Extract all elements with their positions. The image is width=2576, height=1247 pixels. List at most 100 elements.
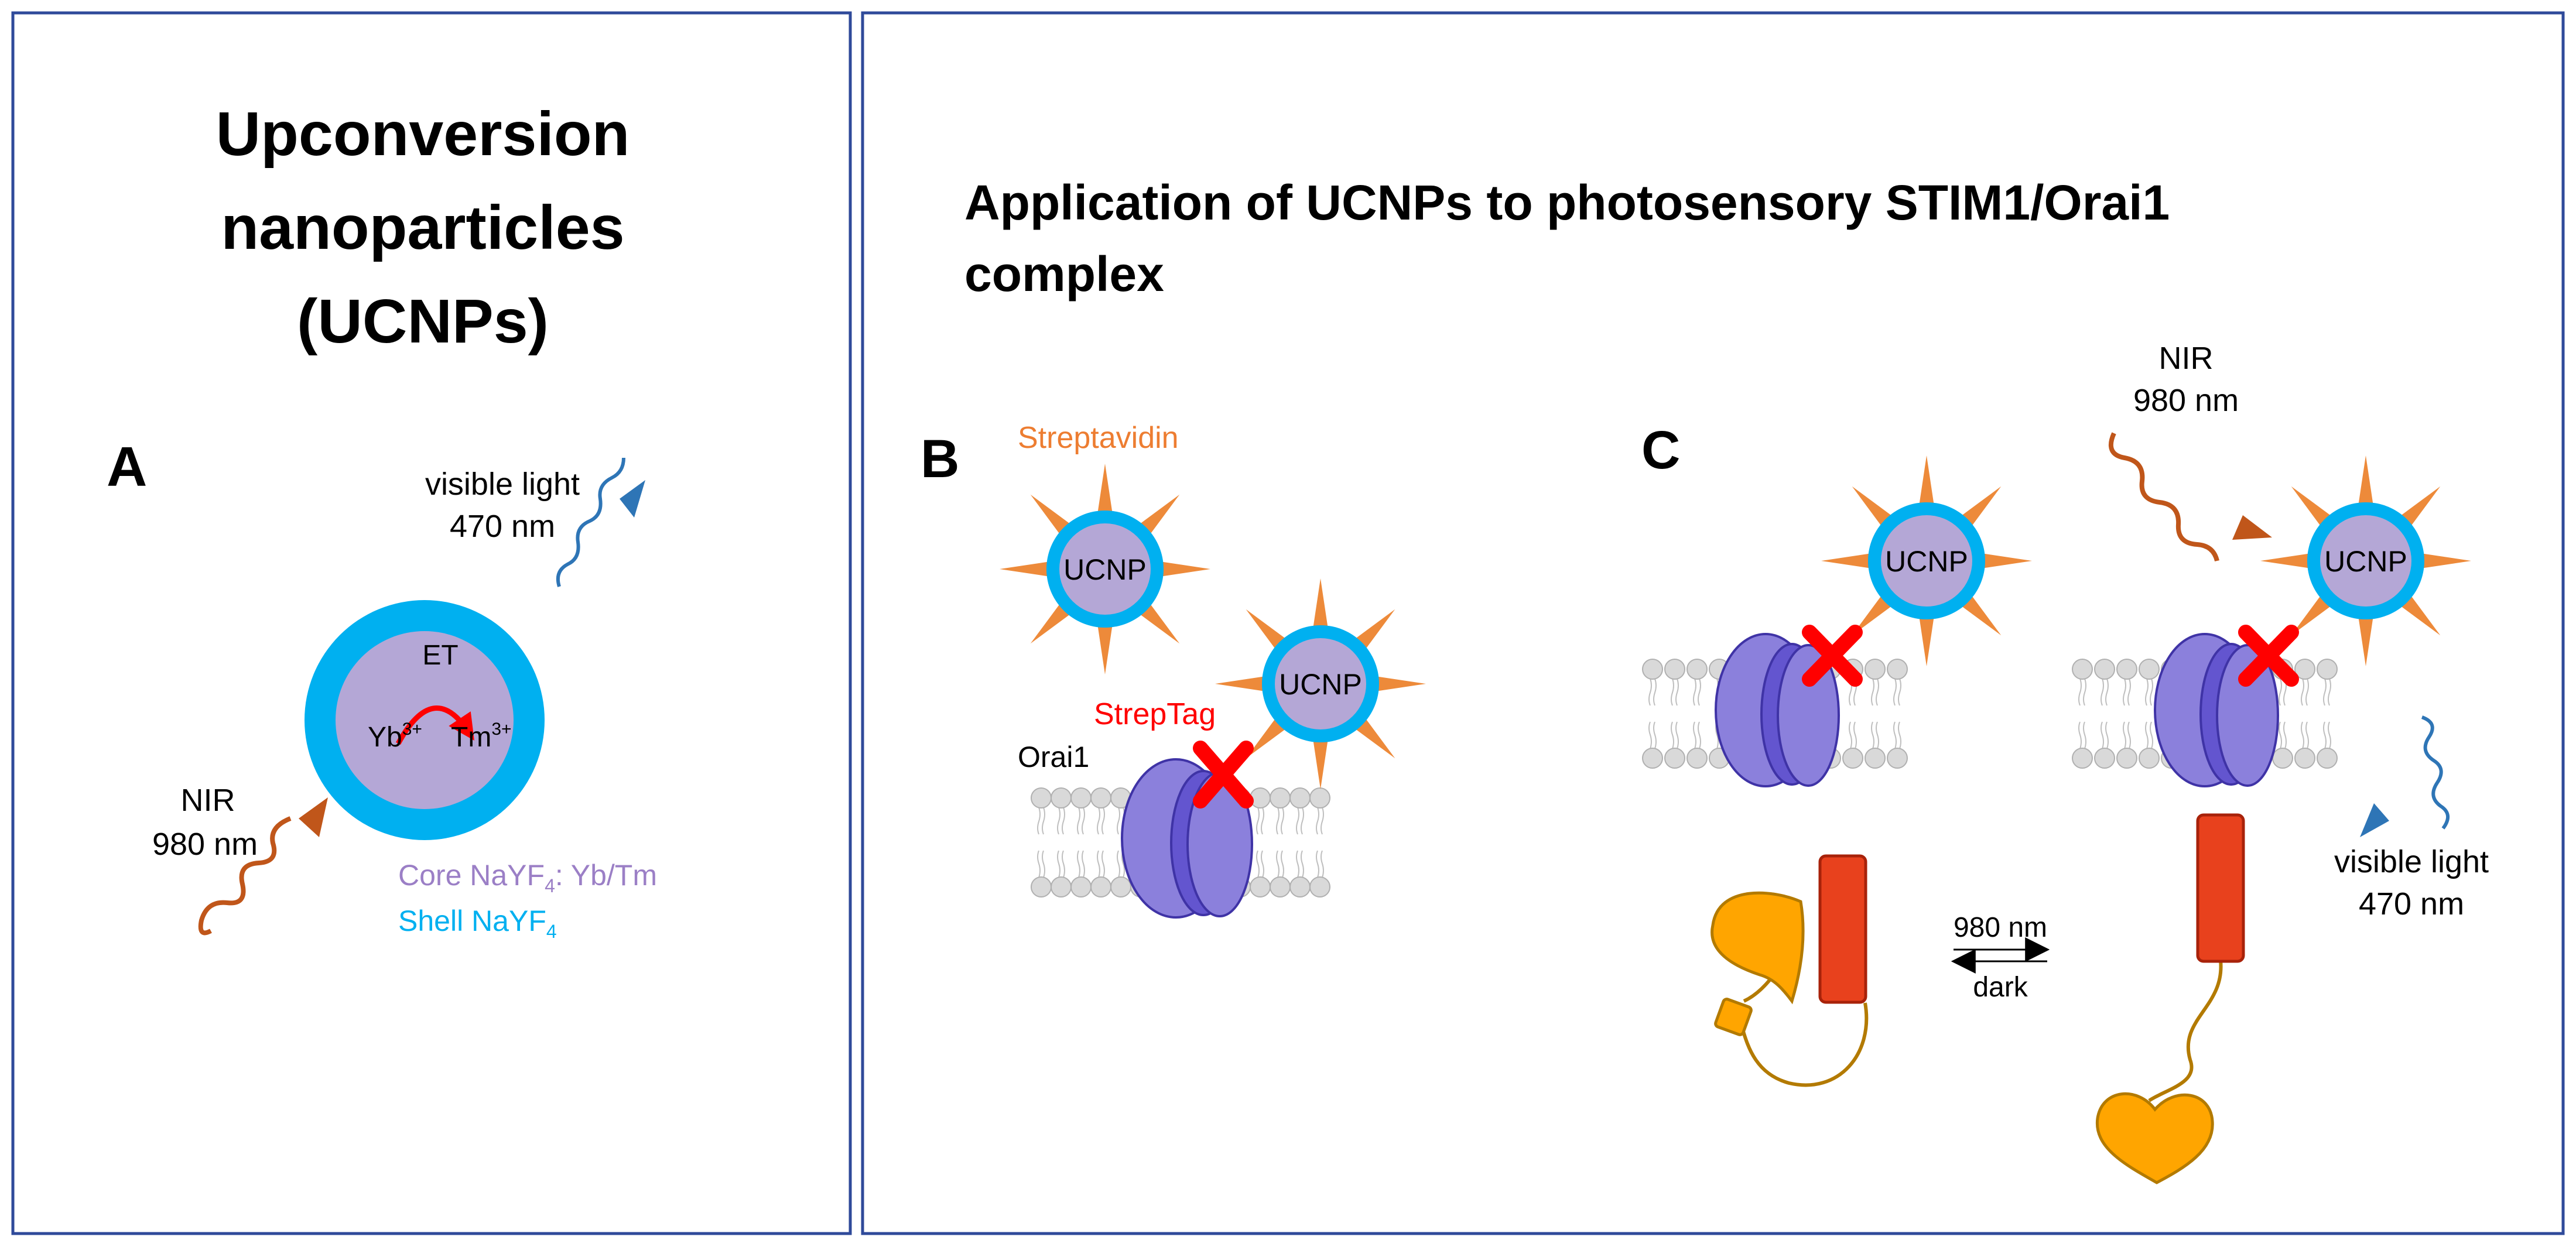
streptavidin-spike <box>2356 455 2375 516</box>
lipid-head <box>1110 876 1131 897</box>
lipid-tail <box>1648 721 1657 749</box>
lipid-head <box>2317 659 2338 680</box>
lipid-tail <box>1097 807 1105 835</box>
visible-light-label: visible light <box>2334 844 2489 879</box>
lipid-tail <box>1276 850 1284 878</box>
lipid-head <box>2139 748 2160 769</box>
lipid-head <box>2272 748 2293 769</box>
panel-c-letter: C <box>1641 420 1680 480</box>
panel-a-title-line1: Upconversion <box>216 100 630 169</box>
lipid-tail <box>1893 678 1901 706</box>
lipid-head <box>1887 748 1908 769</box>
lipid-tail <box>1893 721 1901 749</box>
lipid-tail <box>1693 721 1701 749</box>
streptavidin-spike <box>1821 551 1882 570</box>
lipid-tail <box>1256 807 1264 835</box>
lipid-tail <box>2101 678 2109 706</box>
lipid-head <box>1250 876 1271 897</box>
lipid-tail <box>1256 850 1264 878</box>
heart-tail-domain <box>1714 998 1753 1036</box>
ucnp-disc-icon <box>1868 502 1985 619</box>
lipid-head <box>1289 876 1311 897</box>
lipid-head <box>1051 876 1072 897</box>
streptavidin-spike <box>1096 464 1114 525</box>
lipid-head <box>1686 748 1708 769</box>
lipid-head <box>1070 876 1092 897</box>
panel-a-title-line3: (UCNPs) <box>297 287 549 356</box>
orai1-channel-icon <box>1715 633 1840 787</box>
lipid-head <box>1309 876 1330 897</box>
ucnp-particle: UCNP <box>1215 578 1426 789</box>
lipid-head <box>1887 659 1908 680</box>
shell-subscript: 4 <box>546 921 557 942</box>
streptavidin-spike <box>1311 728 1330 789</box>
lipid-head <box>1250 787 1271 809</box>
lipid-tail <box>1871 721 1879 749</box>
panel-a-title-line2: nanoparticles <box>221 193 624 262</box>
yb-label: Yb3+ <box>368 720 422 753</box>
reverse-condition: dark <box>1973 972 2028 1003</box>
lipid-tail <box>1057 807 1065 835</box>
ucnp-label: UCNP <box>1279 668 1362 701</box>
lipid-head <box>1842 748 1863 769</box>
ucnp-disc-icon <box>2307 502 2424 619</box>
lipid-head <box>1270 787 1291 809</box>
ucnp-disc-icon <box>1262 625 1379 742</box>
lipid-tail <box>2123 721 2131 749</box>
lipid-head <box>1031 876 1052 897</box>
panel-a: Upconversion nanoparticles (UCNPs) A vis… <box>107 100 657 942</box>
lipid-head <box>2072 748 2093 769</box>
lipid-head <box>1642 659 1663 680</box>
streptavidin-spike <box>1150 560 1210 578</box>
nir-wavelength: 980 nm <box>152 827 258 862</box>
lipid-head <box>1309 787 1330 809</box>
panel-a-frame <box>11 11 852 1235</box>
lipid-tail <box>1693 678 1701 706</box>
lipid-tail <box>1849 721 1857 749</box>
wavy-arrow-icon <box>2360 715 2450 837</box>
lipid-head <box>1865 748 1886 769</box>
lipid-tail <box>2145 721 2153 749</box>
lipid-head <box>1865 659 1886 680</box>
lipid-head <box>2294 659 2315 680</box>
lipid-head <box>1090 787 1111 809</box>
lipid-tail <box>1037 807 1045 835</box>
lipid-head <box>2317 748 2338 769</box>
ucnp-particle: UCNP <box>2260 455 2471 666</box>
core-label: Core NaYF4: Yb/Tm <box>398 859 657 896</box>
lipid-head <box>2116 748 2137 769</box>
streptavidin-spike <box>2410 551 2471 570</box>
ucnp-label: UCNP <box>1063 553 1147 586</box>
core-subscript: 4 <box>545 875 555 896</box>
ucnp-label: UCNP <box>1885 545 1968 578</box>
lipid-head <box>2094 748 2115 769</box>
lipid-tail <box>2301 678 2309 706</box>
visible-light-label: visible light <box>425 467 580 502</box>
lipid-tail <box>2101 721 2109 749</box>
dark-state-stim1 <box>1711 854 1869 1087</box>
wavy-arrow-icon <box>556 457 645 587</box>
panel-a-letter: A <box>107 436 147 498</box>
strep-tag-cross-icon <box>2238 625 2299 687</box>
lipid-tail <box>1316 807 1324 835</box>
shell-label: Shell NaYF4 <box>398 905 557 942</box>
lipid-tail <box>2323 678 2331 706</box>
lipid-tail <box>1296 807 1304 835</box>
streptavidin-label: Streptavidin <box>1018 421 1179 455</box>
wavy-arrow-icon <box>198 797 328 936</box>
tm-superscript: 3+ <box>491 720 511 739</box>
ucnp-disc-icon <box>1046 511 1164 628</box>
panel-b-letter: B <box>921 429 959 489</box>
lov-domain-icon <box>2196 813 2245 963</box>
lipid-tail <box>1648 678 1657 706</box>
visible-light-wavelength: 470 nm <box>450 509 555 544</box>
lipid-head <box>1270 876 1291 897</box>
panel-bc-title-line1: Application of UCNPs to photosensory STI… <box>964 175 2170 230</box>
visible-light-wavelength: 470 nm <box>2359 886 2464 921</box>
lipid-tail <box>1097 850 1105 878</box>
forward-condition: 980 nm <box>1954 912 2047 943</box>
lipid-tail <box>1276 807 1284 835</box>
streptag-label: StrepTag <box>1094 697 1216 731</box>
panel-bc-title-line2: complex <box>964 246 1164 302</box>
